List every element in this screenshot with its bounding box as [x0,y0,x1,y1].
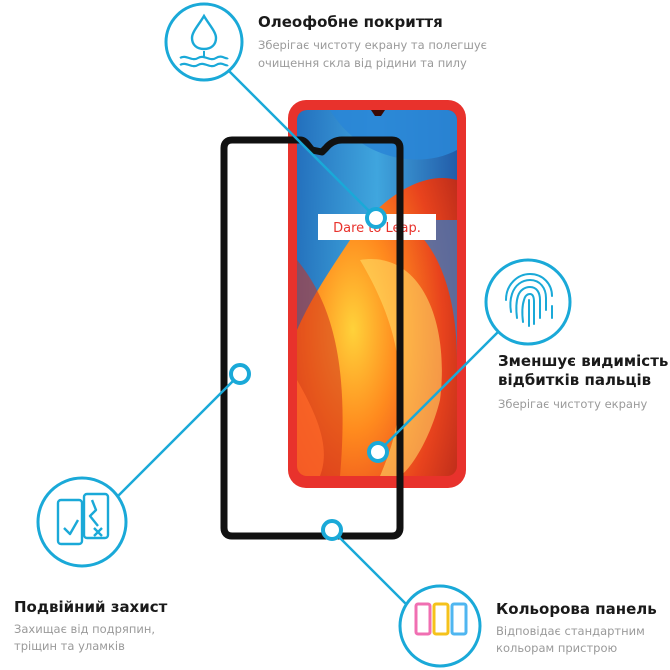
feature-title-color-panel: Кольорова панель [496,600,657,618]
feature-desc-color-panel-line1: Відповідає стандартним [496,624,645,638]
feature-desc-oleophobic-line1: Зберігає чистоту екрану та полегшує [258,38,487,52]
color-phones-icon [398,584,482,668]
feature-desc-double-protection-line1: Захищає від подряпин, [14,622,156,636]
feature-title-fingerprint-line1: Зменшує видимість [498,352,669,370]
feature-desc-color-panel-line2: кольорам пристрою [496,641,618,655]
callout-dot-color-panel [321,519,343,541]
callout-dot-glass-edge [229,363,251,385]
phone-wallpaper [297,110,457,476]
feature-title-oleophobic: Олеофобне покриття [258,13,443,31]
protective-glass-frame [220,136,404,540]
fingerprint-icon [484,258,572,346]
feature-desc-double-protection-line2: тріщин та уламків [14,639,125,653]
double-screen-shield-icon [36,476,128,568]
water-drop-icon [164,2,244,82]
callout-dot-oleophobic [365,207,387,229]
callout-dot-fingerprint [367,441,389,463]
feature-title-double-protection: Подвійний захист [14,598,168,616]
feature-title-fingerprint-line2: відбитків пальців [498,371,652,389]
callout-dots [229,207,389,541]
feature-desc-fingerprint: Зберігає чистоту екрану [498,397,648,411]
leader-lines [110,56,516,610]
feature-desc-oleophobic-line2: очищення скла від рідини та пилу [258,56,467,70]
